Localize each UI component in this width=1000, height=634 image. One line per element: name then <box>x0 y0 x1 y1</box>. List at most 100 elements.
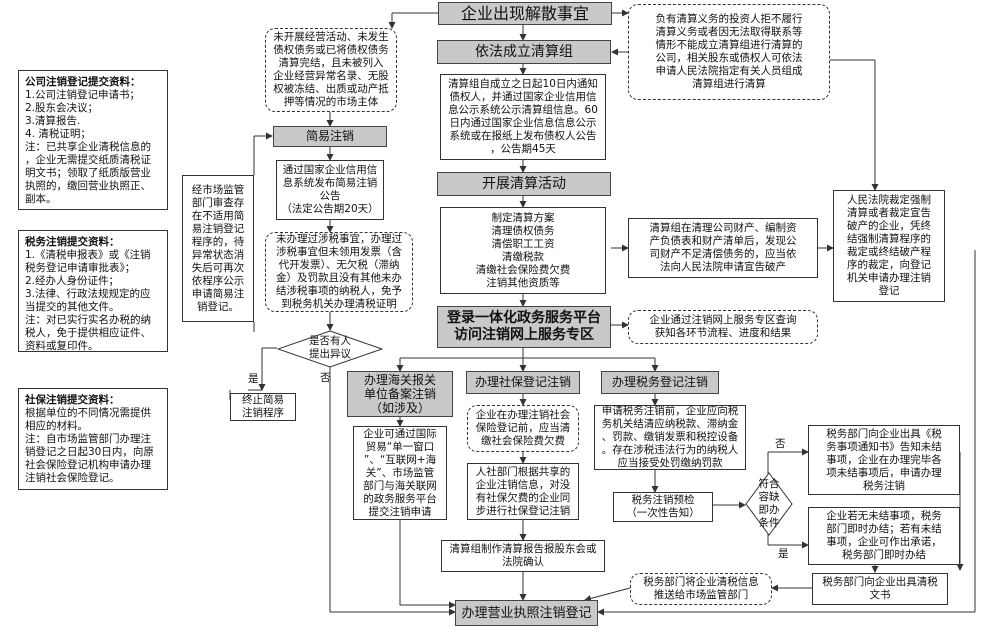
company-materials-line: 1.公司注销登记申请书； <box>25 89 141 101</box>
bankrupt-box: 清算组在清理公司财产、编制资 产负债表和财产清单后，发现公 司财产不足清偿债务的… <box>628 218 818 278</box>
court-box: 人民法院裁定强制 清算或者裁定宣告 破产的企业，凭终 结强制清算程序的 裁定或终… <box>833 190 945 302</box>
tax-precheck-line: （一次性告知） <box>626 507 700 519</box>
simple-announce-line: （法定公告期20天） <box>281 203 379 215</box>
tax-certificate-line: 文书 <box>869 589 891 601</box>
immediate-box: 企业若无未结事项，税务 部门即时办结；若有未结 事项，企业可作出承诺， 税务部门… <box>808 507 960 565</box>
market-review-box: 经市场监管 部门审查存 在不适用简 易注销登记 程序的，待 异常状态消 失后可再… <box>182 175 254 322</box>
responsible-line: 公司，相关股东或债权人可依法 <box>655 52 803 64</box>
tax-materials-line: 当提交的其他文件。 <box>25 301 120 313</box>
untax-line: 金）及罚款且没有其他未办 <box>276 272 402 284</box>
untax-line: 未办理过涉税事宜，办理过 <box>276 233 402 245</box>
liquidation-items-box: 制定清算方案 清理债权债务 清偿职工工资 清缴税款 清缴社会保险费欠费 注销其他… <box>440 207 606 294</box>
fast-track-line: 即办 <box>758 504 780 516</box>
platform-line: 登录一体化政务服务平台 <box>447 310 601 326</box>
form-group-box: 依法成立清算组 <box>437 40 611 64</box>
notice-book-line: 事项，企业在办理完毕各 <box>826 453 942 466</box>
social-share-line: 企业注销信息，对没 <box>475 478 571 491</box>
objection-line: 提出异议 <box>309 348 351 360</box>
group-notice-line: 系统或在报纸上发布债权人公告 <box>449 130 597 142</box>
liquidation-item: 清理债权债务 <box>491 224 555 237</box>
social-share-line: 有社保欠费的企业同 <box>475 491 571 504</box>
company-materials-line: 执照的，缴回营业执照正、 <box>25 180 151 192</box>
tax-materials-line: 资料或复印件。 <box>25 340 99 352</box>
social-detail-line: 企业在办理注销社会 <box>475 409 571 421</box>
form-group-label: 依法成立清算组 <box>475 43 573 60</box>
tax-detail-line: 应当接受处罚缴纳罚款 <box>617 457 723 469</box>
page-title: 企业出现解散事宜 <box>460 4 589 23</box>
market-review-line: 部门审查存 <box>191 196 245 209</box>
simple-announce-box: 通过国家企业信用信 息系统发布简易注销 公告 （法定公告期20天） <box>276 160 384 220</box>
title-box: 企业出现解散事宜 <box>438 2 612 25</box>
tax-detail-line: 。存在涉税违法行为的纳税人 <box>601 444 739 456</box>
simple-announce-line: 公告 <box>319 190 341 202</box>
bankrupt-line: 司财产不足清偿债务的，应当依 <box>649 248 797 260</box>
bankrupt-line: 法向人民法院申请宣告破产 <box>660 261 786 273</box>
market-review-line: 在不适用简 <box>191 209 245 222</box>
notice-book-box: 税务部门向企业出具《税 务事项通知书》告知未结 事项，企业在办理完毕各 项未结事… <box>808 425 960 495</box>
tax-certificate-line: 税务部门向企业出具清税 <box>822 576 938 588</box>
customs-detail-box: 企业可通过国际 贸易“单一窗口 ”、“互联网+海 关”、市场监管 部门与海关联网… <box>353 426 447 520</box>
tax-materials-line: 3.法律、行政法规规定的应 <box>25 288 151 300</box>
tax-push-line: 税务部门将企业清税信息 <box>643 576 759 588</box>
market-review-line: 易注销登记 <box>191 222 245 235</box>
responsible-line: 清算义务或者因无法取得联系等 <box>655 26 803 38</box>
group-notice-line: ，公告期45天 <box>490 143 556 155</box>
group-notice-line: 债权人，并通过国家企业信用信 <box>449 91 597 103</box>
social-materials-line: 销登记之日起30日内，向原 <box>25 446 154 458</box>
untax-line: 代开发票）、无欠税（滞纳 <box>278 259 400 271</box>
tax-precheck-line: 税务注销预检 <box>631 494 695 506</box>
fast-track-line: 符合 <box>758 478 780 490</box>
no-debt-line: 企业经营异常名录、无股 <box>273 70 389 82</box>
tax-materials-panel: 税务注销提交资料： 1.《清税申报表》或《注销 税务登记申请审批表》； 2.经办… <box>18 230 168 352</box>
fast-track-text: 符合 容缺 即办 条件 <box>749 478 789 530</box>
social-detail-line: 缴社会保险费欠费 <box>481 435 565 447</box>
social-materials-line: 社会保险登记机构申请办理 <box>25 459 151 471</box>
responsible-line: 情形不能成立清算组进行清算的 <box>655 39 803 51</box>
fast-track-line: 条件 <box>758 517 780 529</box>
group-notice-line: 清算组自成立之日起10日内通知 <box>448 78 598 90</box>
notice-book-line: 税务注销 <box>863 479 905 492</box>
social-box: 办理社保登记注销 <box>466 371 580 394</box>
yes-label: 是 <box>248 373 259 385</box>
market-review-line: 失后可再次 <box>191 261 245 274</box>
liquidation-item: 清缴社会保险费欠费 <box>475 263 571 276</box>
report-line: 清算组制作清算报告报股东会或 <box>449 543 597 555</box>
liquidation-item: 制定清算方案 <box>491 211 555 224</box>
no-debt-condition-box: 未开展经营活动、未发生 债权债务或已将债权债务 清算完结，且未被列入 企业经营异… <box>265 28 397 112</box>
objection-text: 是否有人 提出异议 <box>290 335 370 361</box>
tax-materials-line: 2.经办人身份证件； <box>25 275 120 287</box>
company-materials-line: 2.股东会决议； <box>25 102 99 114</box>
bankrupt-line: 清算组在清理公司财产、编制资 <box>649 222 797 234</box>
company-materials-title: 公司注销登记提交资料： <box>25 76 141 88</box>
market-review-line: 申请简易注 <box>191 287 245 300</box>
tax-push-line: 推送给市场监管部门 <box>653 589 749 601</box>
platform-query-line: 获知各环节流程、进度和结果 <box>654 327 792 339</box>
social-share-box: 人社部门根据共享的 企业注销信息，对没 有社保欠费的企业同 步进行社保登记注销 <box>467 463 579 520</box>
objection-diamond <box>277 330 383 368</box>
immediate-line: 企业若无未结事项，税务 <box>826 510 942 522</box>
simple-cancel-box: 简易注销 <box>273 126 387 147</box>
company-materials-line: 明文书；领取了纸质版营业 <box>25 167 151 179</box>
platform-query-box: 企业通过注销网上服务专区查询 获知各环节流程、进度和结果 <box>628 310 818 344</box>
report-line: 法院确认 <box>502 556 544 568</box>
company-materials-line: 4. 清税证明； <box>25 128 91 140</box>
company-materials-line: 副本。 <box>25 193 57 205</box>
no-debt-line: 债权债务或已将债权债务 <box>273 44 389 56</box>
platform-line: 访问注销网上服务专区 <box>454 327 594 343</box>
simple-announce-line: 息系统发布简易注销 <box>282 177 378 189</box>
tax-detail-box: 申请税务注销前，企业应向税 务机关结清应纳税款、滞纳金 、罚款、缴销发票和税控设… <box>594 405 746 470</box>
tax-materials-title: 税务注销提交资料： <box>25 236 120 248</box>
customs-detail-line: 提交注销申请 <box>368 505 432 518</box>
terminate-line: 终止简易 <box>242 394 284 406</box>
responsible-line: 清算组进行清算 <box>692 78 766 90</box>
market-review-line: 销登记。 <box>197 300 239 313</box>
tax-materials-line: 税务登记申请审批表》； <box>25 262 136 274</box>
final-label: 办理营业执照注销登记 <box>461 605 592 621</box>
liquidation-item: 注销其他资质等 <box>486 276 560 289</box>
tax-detail-line: 申请税务注销前，企业应向税 <box>601 405 739 417</box>
court-line: 登记 <box>878 285 900 297</box>
immediate-line: 事项，企业可作出承诺， <box>826 536 942 548</box>
liquidation-item: 清缴税款 <box>502 250 544 263</box>
court-line: 人民法院裁定强制 <box>847 194 931 206</box>
